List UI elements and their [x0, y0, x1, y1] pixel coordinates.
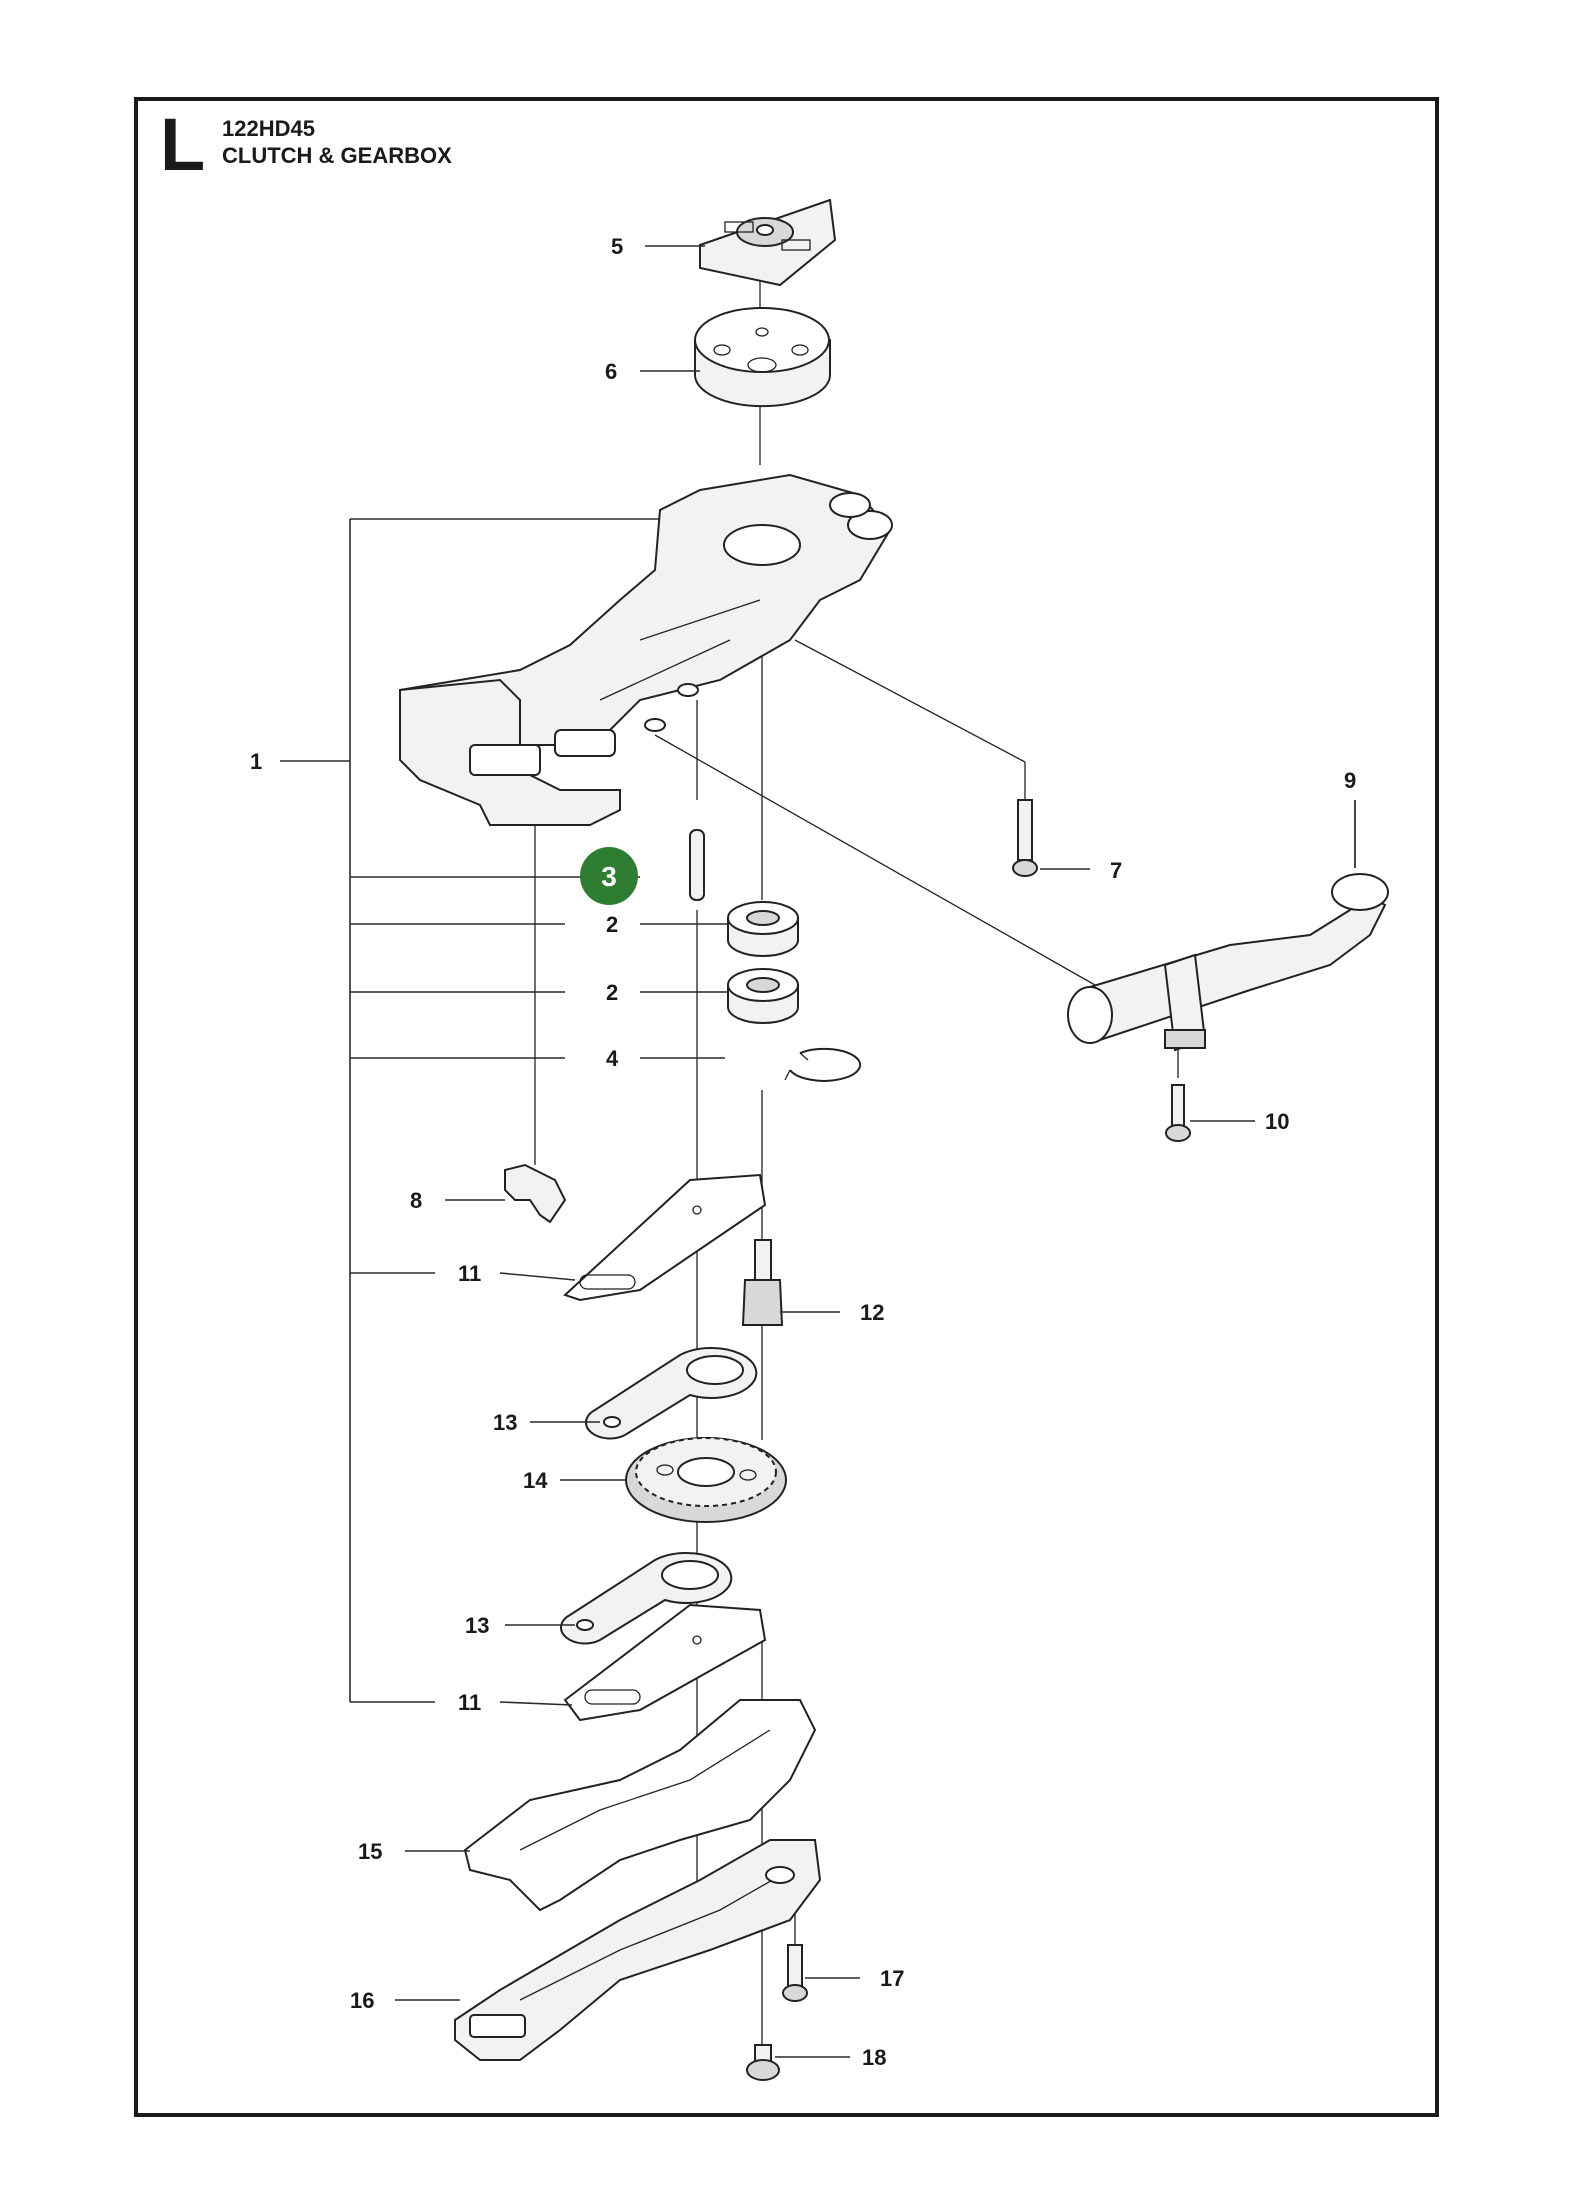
- section-title: CLUTCH & GEARBOX: [222, 143, 452, 168]
- screw-part-10: [1165, 1084, 1191, 1142]
- callout-1-bracket: [280, 518, 660, 1703]
- callout-3: 3: [601, 861, 617, 892]
- callout-5: 5: [611, 234, 623, 259]
- circlip-part-4: [784, 1047, 862, 1082]
- plate-part-11-upper: [563, 1173, 767, 1302]
- connecting-rod-part-13-lower: [560, 1551, 733, 1645]
- callout-18: 18: [862, 2045, 886, 2070]
- gasket-part-15: [463, 1699, 817, 1912]
- gear-cover-part-16: [454, 1839, 822, 2061]
- connecting-rod-part-13-upper: [585, 1346, 758, 1440]
- callout-7: 7: [1110, 858, 1122, 883]
- callout-11-lower: 11: [458, 1690, 481, 1715]
- section-letter: L: [160, 103, 206, 186]
- pin-part-3: [689, 829, 705, 901]
- screw-part-17: [782, 1944, 808, 2002]
- bearing-part-2-upper: [727, 901, 799, 957]
- callout-13-upper: 13: [493, 1410, 517, 1435]
- gear-part-14: [625, 1437, 787, 1523]
- callout-17: 17: [880, 1966, 904, 1991]
- callout-leader-lines: [395, 245, 1356, 2058]
- callout-labels: 5 6 1 7 9 2 2 4 10 8 11 12 13 14 13 11 1…: [250, 234, 1356, 2070]
- callout-12: 12: [860, 1300, 884, 1325]
- model-number: 122HD45: [222, 116, 315, 141]
- plug-part-18: [746, 2044, 780, 2081]
- highlighted-callout-3[interactable]: 3: [580, 847, 638, 905]
- pinion-part-12: [741, 1239, 784, 1326]
- bearing-part-2-lower: [727, 968, 799, 1024]
- plate-part-11-lower: [563, 1603, 767, 1722]
- callout-14: 14: [523, 1468, 548, 1493]
- screw-part-7: [1012, 799, 1038, 877]
- callout-9: 9: [1344, 768, 1356, 793]
- callout-11-upper: 11: [458, 1261, 481, 1286]
- callout-2-lower: 2: [606, 980, 618, 1005]
- callout-13-lower: 13: [465, 1613, 489, 1638]
- callout-2-upper: 2: [606, 912, 618, 937]
- callout-16: 16: [350, 1988, 374, 2013]
- callout-1: 1: [250, 749, 262, 774]
- callout-4: 4: [606, 1046, 619, 1071]
- callout-10: 10: [1265, 1109, 1289, 1134]
- callout-8: 8: [410, 1188, 422, 1213]
- callout-6: 6: [605, 359, 617, 384]
- gear-housing-part-1: [399, 473, 893, 826]
- clip-part-8: [504, 1163, 567, 1224]
- clutch-drum-part-6: [694, 307, 831, 408]
- diagram-frame: [134, 97, 1439, 2117]
- clutch-part-5: [699, 198, 837, 287]
- highlight-badge: [580, 847, 638, 905]
- handle-tube-part-9: [1067, 873, 1389, 1052]
- callout-15: 15: [358, 1839, 382, 1864]
